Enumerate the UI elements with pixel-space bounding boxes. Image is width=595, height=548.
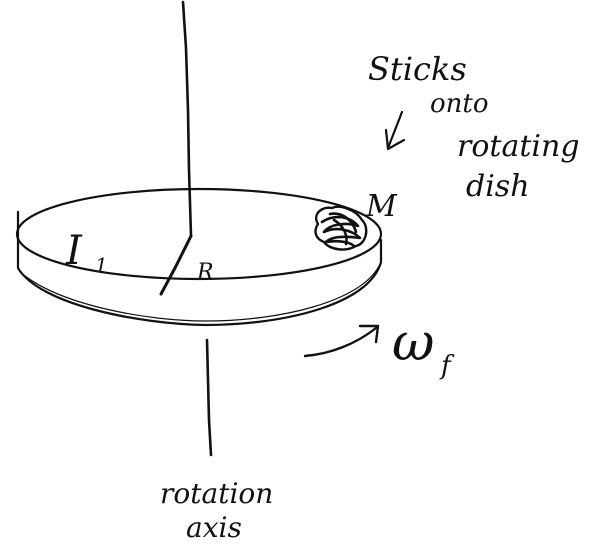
inertia-subscript: 1 xyxy=(95,253,108,277)
omega-label: ω xyxy=(392,313,434,373)
upper-axis-line xyxy=(181,0,193,238)
radius-line xyxy=(159,234,193,296)
note-text-line2: onto xyxy=(430,89,489,119)
note-text-line4: dish xyxy=(466,169,530,204)
lower-axis-line xyxy=(205,338,213,457)
dish-rim xyxy=(16,210,383,327)
inertia-label: I xyxy=(65,228,83,274)
dish-rim-lower-edge xyxy=(19,265,380,322)
rotation-arrow-icon xyxy=(303,324,380,358)
axis-label-line1: rotation xyxy=(160,477,273,510)
note-arrow-icon xyxy=(384,110,406,151)
note-text-line1: Sticks xyxy=(368,50,467,88)
radius-label: R xyxy=(196,260,214,285)
axis-label-line2: axis xyxy=(186,511,242,544)
omega-subscript: f xyxy=(439,351,455,381)
note-text-line3: rotating xyxy=(457,129,580,164)
mass-label: M xyxy=(365,189,398,224)
mass-blob-icon xyxy=(314,205,368,251)
